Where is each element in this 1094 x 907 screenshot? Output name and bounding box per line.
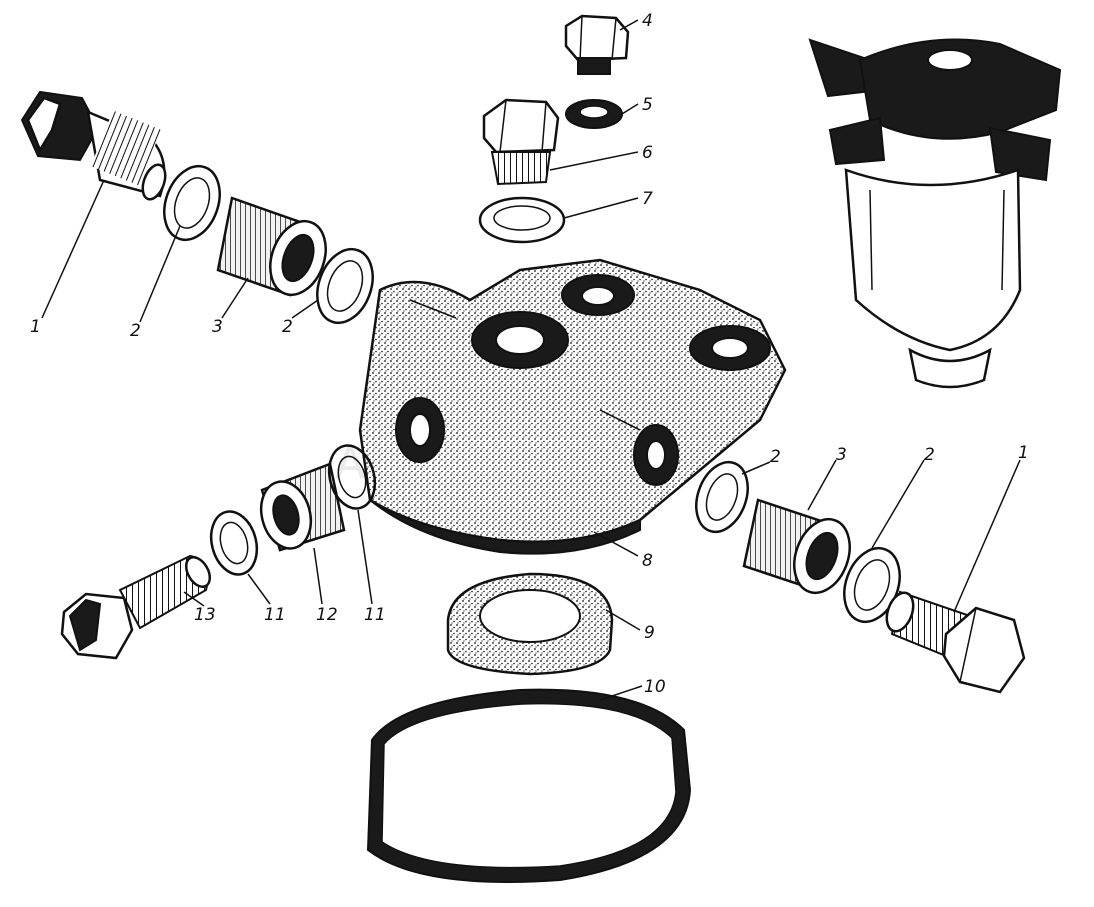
banjo-bolt-lower-left bbox=[60, 554, 212, 660]
callout-labels: 1 2 3 2 4 5 6 7 8 9 10 13 11 12 11 2 3 2… bbox=[30, 11, 1029, 697]
washer-left-a bbox=[163, 164, 221, 242]
callout-1-right: 1 bbox=[1018, 443, 1029, 463]
washer-lower-left-a bbox=[209, 510, 259, 576]
callout-2-right-a: 2 bbox=[770, 447, 781, 467]
callout-1-left: 1 bbox=[30, 317, 41, 337]
filter-body-housing bbox=[358, 258, 787, 555]
washer-small bbox=[565, 99, 623, 129]
sleeve-lower-left bbox=[259, 462, 346, 552]
callout-12: 12 bbox=[316, 605, 338, 625]
callout-7: 7 bbox=[642, 189, 653, 209]
leader-lines bbox=[41, 19, 1021, 701]
callout-6: 6 bbox=[642, 143, 653, 163]
sleeve-right bbox=[742, 498, 851, 595]
banjo-bolt-left bbox=[20, 90, 167, 201]
callout-2-right-b: 2 bbox=[924, 445, 935, 465]
gasket-thick bbox=[446, 572, 614, 676]
washer-left-b bbox=[316, 247, 374, 325]
callout-3-right: 3 bbox=[836, 445, 847, 465]
callout-13: 13 bbox=[194, 605, 216, 625]
callout-9: 9 bbox=[644, 623, 655, 643]
callout-3-left: 3 bbox=[212, 317, 223, 337]
washer-right-a bbox=[695, 460, 749, 534]
plug-large bbox=[482, 98, 560, 186]
callout-11-b: 11 bbox=[364, 605, 386, 625]
callout-8: 8 bbox=[642, 551, 653, 571]
sleeve-left bbox=[216, 196, 327, 297]
washer-lower-left-b bbox=[327, 444, 377, 510]
callout-5: 5 bbox=[642, 95, 653, 115]
washer-right-b bbox=[843, 546, 901, 624]
callout-4: 4 bbox=[642, 11, 653, 31]
callout-11-a: 11 bbox=[264, 605, 286, 625]
callout-10: 10 bbox=[644, 677, 666, 697]
washer-large-top bbox=[478, 196, 566, 244]
callout-2-left-b: 2 bbox=[282, 317, 293, 337]
banjo-bolt-right bbox=[885, 590, 1026, 694]
callout-2-left-a: 2 bbox=[130, 321, 141, 341]
filter-assembly bbox=[808, 38, 1062, 389]
plug-small bbox=[564, 14, 630, 75]
o-ring-large bbox=[366, 688, 692, 883]
